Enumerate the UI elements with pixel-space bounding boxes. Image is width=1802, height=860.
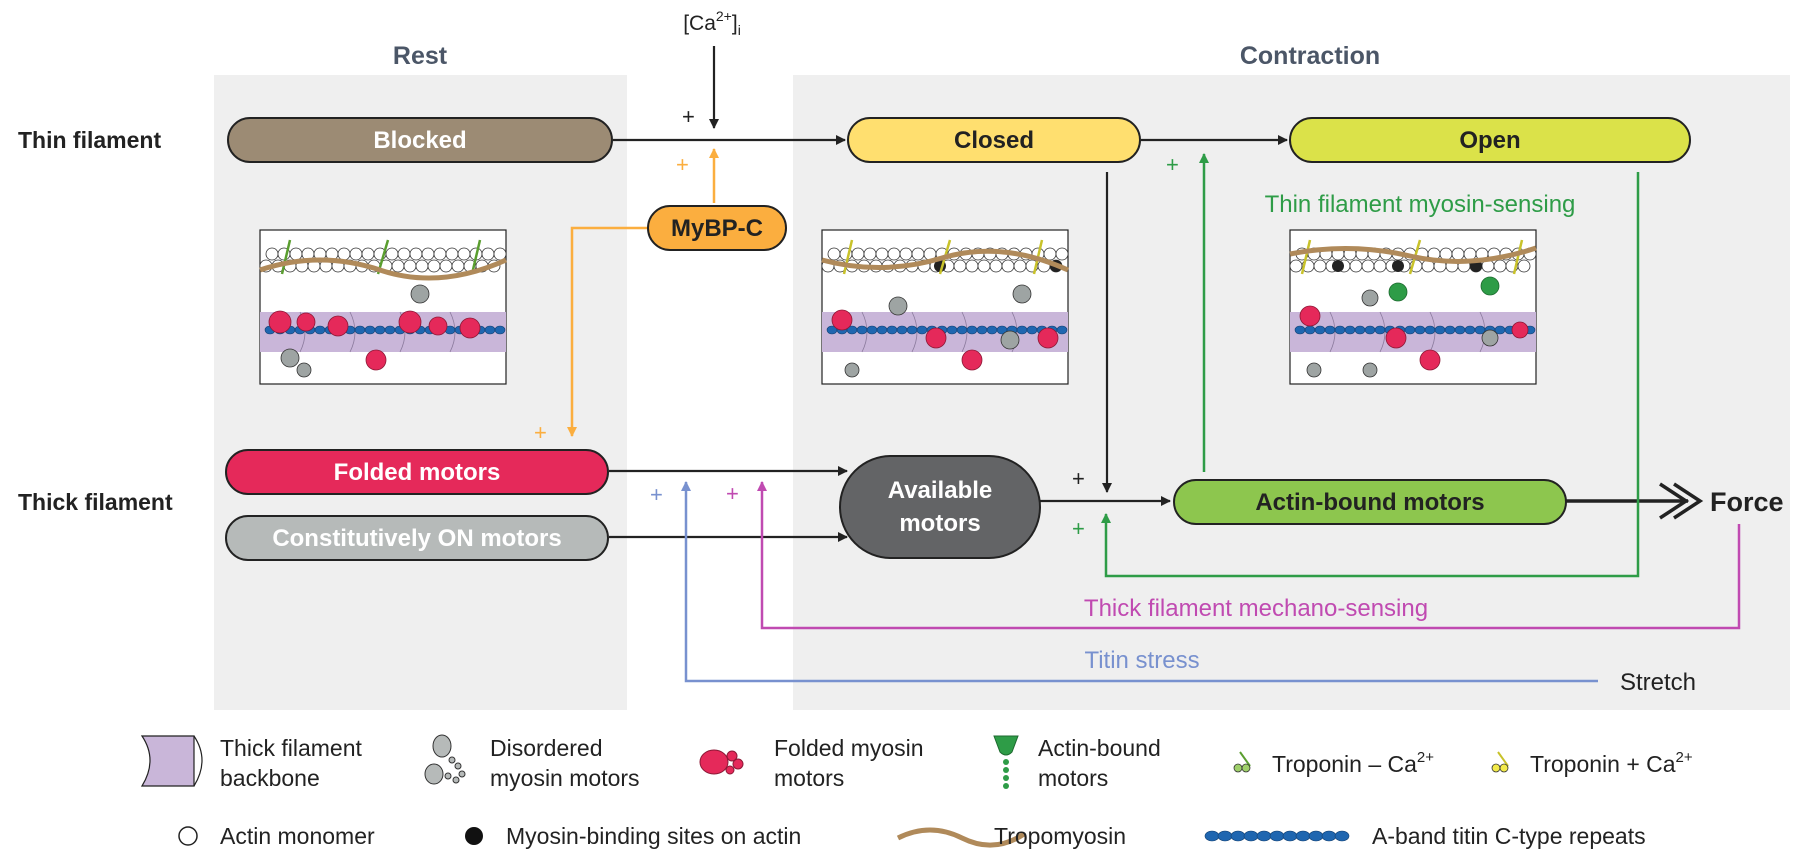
mechano-sensing-arrow: [757, 481, 1741, 630]
actin-bound-motors-label: Actin-bound motors: [1255, 489, 1484, 516]
legend-backbone-icon: [140, 735, 203, 787]
stretch-label: Stretch: [1620, 669, 1696, 696]
legend-actin-monomer-label: Actin monomer: [220, 823, 375, 849]
mybpc-thick-plus-sign: +: [534, 420, 547, 445]
legend-troponin-plus-label: Troponin + Ca2+: [1530, 749, 1693, 777]
calcium-plus-sign: +: [682, 104, 695, 129]
legend-actin-bound-icon: [993, 735, 1019, 789]
legend-disordered-icon: [424, 734, 466, 785]
rest-panel: [214, 75, 627, 710]
thick-filament-label: Thick filament: [18, 489, 173, 515]
green-top-plus-sign: +: [1166, 152, 1179, 177]
closed-state: Closed: [847, 117, 1141, 163]
blue-plus-sign: +: [650, 482, 663, 507]
mybpc-to-thick-arrow: [567, 226, 648, 437]
green-bottom-plus-sign: +: [1072, 516, 1085, 541]
legend-troponin-minus-icon: [1233, 751, 1251, 773]
blocked-label: Blocked: [373, 127, 466, 154]
rest-header: Rest: [393, 42, 448, 70]
legend-tropomyosin-icon: [896, 827, 1026, 848]
legend-troponin-minus-label: Troponin – Ca2+: [1272, 749, 1434, 777]
titin-stress-arrow: [681, 481, 1598, 683]
closed-label: Closed: [954, 127, 1034, 154]
legend-tropomyosin-label: Tropomyosin: [994, 823, 1126, 849]
legend-titin-icon: [1204, 830, 1350, 842]
calcium-label: [Ca2+]i: [683, 8, 741, 38]
mechano-sensing-label: Thick filament mechano-sensing: [1084, 595, 1428, 622]
constitutive-motors-state: Constitutively ON motors: [225, 515, 609, 561]
folded-motors-label: Folded motors: [334, 459, 501, 486]
thin-filament-label: Thin filament: [18, 127, 161, 153]
rest-filament-illustration: [259, 229, 508, 385]
legend-binding-sites-label: Myosin-binding sites on actin: [506, 823, 801, 849]
open-state: Open: [1289, 117, 1691, 163]
mybpc-thin-plus-sign: +: [676, 152, 689, 177]
force-label: Force: [1710, 487, 1784, 517]
folded-motors-state: Folded motors: [225, 449, 609, 495]
legend-actin-monomer-icon: [178, 826, 198, 846]
myosin-sensing-label: Thin filament myosin-sensing: [1265, 191, 1576, 218]
closed-filament-illustration: [821, 229, 1070, 385]
contraction-panel: [793, 75, 1790, 710]
legend-troponin-plus-icon: [1491, 751, 1509, 773]
open-filament-illustration: [1289, 229, 1537, 385]
force-chevron: [1659, 482, 1704, 520]
actin-bound-motors-state: Actin-bound motors: [1173, 479, 1567, 525]
legend-folded-icon: [699, 749, 744, 775]
magenta-plus-sign: +: [726, 481, 739, 506]
contraction-header: Contraction: [1240, 42, 1380, 70]
blocked-state: Blocked: [227, 117, 613, 163]
mybpc-node: MyBP-C: [647, 205, 787, 251]
legend-binding-sites-icon: [465, 827, 483, 845]
open-feedback-arrow: [1101, 172, 1640, 578]
constitutive-motors-label: Constitutively ON motors: [272, 525, 561, 552]
available-plus-sign: +: [1072, 466, 1085, 491]
open-label: Open: [1459, 127, 1520, 154]
mybpc-label: MyBP-C: [671, 215, 763, 242]
titin-stress-label: Titin stress: [1084, 647, 1199, 674]
legend-titin-label: A-band titin C-type repeats: [1372, 823, 1646, 849]
